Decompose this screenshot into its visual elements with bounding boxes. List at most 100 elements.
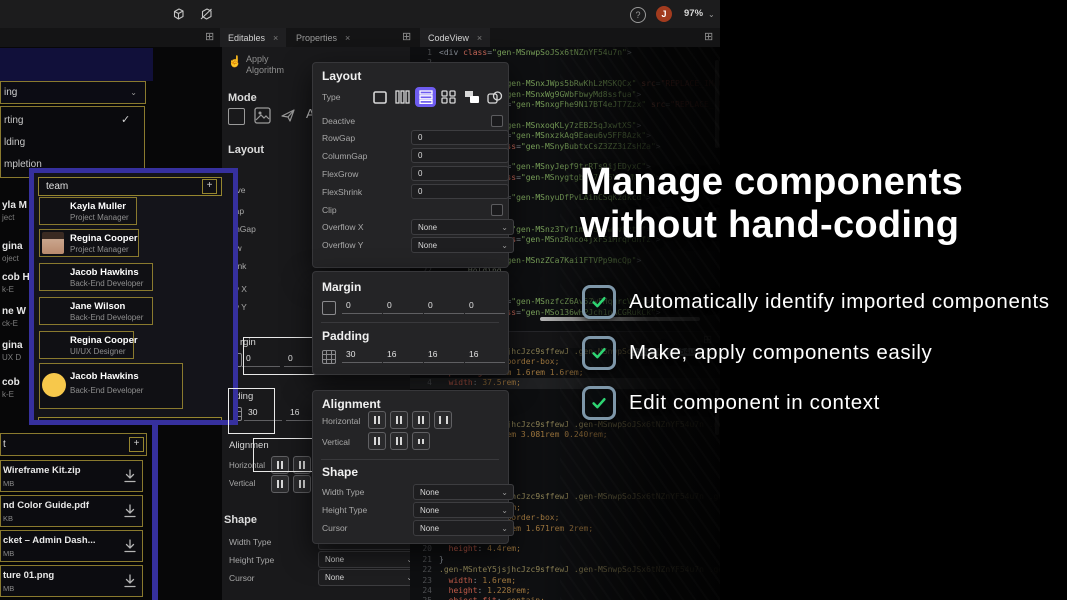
mode-text-icon[interactable]: A: [306, 106, 315, 121]
tab-close-icon[interactable]: ×: [476, 32, 483, 43]
code-line: 24 height: 1.228rem;: [422, 585, 531, 595]
help-icon[interactable]: ?: [630, 7, 646, 23]
download-icon[interactable]: [124, 574, 136, 588]
width-type-select[interactable]: None⌄: [413, 484, 514, 500]
tab-properties[interactable]: Properties ×: [288, 28, 358, 47]
align-button[interactable]: [293, 456, 311, 474]
overflow-x-select[interactable]: None⌄: [411, 219, 514, 235]
layout-type-columns-icon[interactable]: [392, 87, 413, 107]
clip-checkbox[interactable]: [491, 204, 503, 216]
field-label: Deactive: [322, 116, 356, 126]
margin-value[interactable]: 0: [342, 300, 382, 314]
box-3d-icon[interactable]: [170, 6, 186, 22]
member-circle-avatar: [42, 373, 66, 397]
rail-dropdown-option[interactable]: rting: [4, 115, 24, 126]
align-h-left-button[interactable]: [368, 411, 386, 429]
align-button[interactable]: [271, 475, 289, 493]
tab-close-icon[interactable]: ×: [273, 32, 279, 43]
add-file-button[interactable]: +: [129, 437, 144, 452]
add-member-button[interactable]: +: [202, 179, 217, 194]
padding-value[interactable]: 16: [383, 349, 423, 363]
overflow-y-select[interactable]: None⌄: [411, 237, 514, 253]
rail-dropdown-option[interactable]: mpletion: [4, 159, 42, 170]
mode-image-icon[interactable]: [254, 107, 271, 124]
layout-section-title-bg: Layout: [228, 144, 265, 156]
mode-send-icon[interactable]: [281, 108, 297, 123]
columngap-input[interactable]: 0: [411, 148, 509, 163]
chevron-down-icon: ⌄: [130, 88, 137, 97]
padding-value[interactable]: 30: [342, 349, 382, 363]
align-v-bottom-button[interactable]: [412, 432, 430, 450]
align-h-center-button[interactable]: [390, 411, 408, 429]
bg-shape-select[interactable]: None⌄: [318, 551, 410, 568]
rail-dropdown-option[interactable]: lding: [4, 137, 26, 148]
padding-value[interactable]: 16: [424, 349, 464, 363]
file-card[interactable]: cket – Admin Dash...MB: [0, 530, 143, 562]
apply-algorithm-label[interactable]: Apply: [246, 54, 269, 64]
bg-shape-label: Cursor: [229, 573, 255, 583]
margin-value[interactable]: 0: [465, 300, 505, 314]
rowgap-input[interactable]: 0: [411, 130, 509, 145]
chevron-down-icon: ⌄: [501, 222, 508, 232]
rail-dropdown[interactable]: ing ⌄: [0, 81, 146, 104]
padding-value[interactable]: 16: [465, 349, 505, 363]
layout-type-shapes-icon[interactable]: [484, 87, 505, 107]
cursor-select[interactable]: None⌄: [413, 520, 514, 536]
panel-grid-icon[interactable]: ⊞: [704, 31, 714, 43]
tab-codeview[interactable]: CodeView ×: [420, 28, 491, 47]
padding-value-bg[interactable]: 30: [244, 407, 282, 421]
box-3d-off-icon[interactable]: [198, 6, 214, 22]
files-header: t +: [0, 433, 147, 456]
flexgrow-input[interactable]: 0: [411, 166, 509, 181]
select-value: None: [420, 505, 440, 515]
height-type-select[interactable]: None⌄: [413, 502, 514, 518]
download-icon[interactable]: [124, 504, 136, 518]
user-avatar[interactable]: J: [656, 6, 672, 22]
deactive-checkbox[interactable]: [491, 115, 503, 127]
zoom-level[interactable]: 97%: [684, 8, 704, 19]
align-v-top-button[interactable]: [368, 432, 386, 450]
align-v-center-button[interactable]: [390, 432, 408, 450]
margin-box-icon: [322, 301, 336, 315]
layout-type-block-icon[interactable]: [369, 87, 390, 107]
layout-type-collage-icon[interactable]: [461, 87, 482, 107]
layout-type-rows-icon[interactable]: [415, 87, 436, 107]
margin-value-bg[interactable]: 0: [284, 353, 322, 367]
check-icon: ✓: [121, 114, 131, 126]
panel-drag-outline: [228, 388, 275, 434]
align-h-justify-button[interactable]: [434, 411, 452, 429]
mode-box-icon[interactable]: [228, 108, 245, 125]
margin-value[interactable]: 0: [383, 300, 423, 314]
panel-grid-icon[interactable]: ⊞: [402, 31, 412, 43]
flexshrink-input[interactable]: 0: [411, 184, 509, 199]
chevron-down-icon: ⌄: [501, 487, 508, 497]
layout-type-grid-icon[interactable]: [438, 87, 459, 107]
panel-grid-icon[interactable]: ⊞: [205, 31, 215, 43]
align-button[interactable]: [293, 475, 311, 493]
zoom-chevron-icon[interactable]: ⌄: [708, 10, 715, 19]
align-h-right-button[interactable]: [412, 411, 430, 429]
team-header[interactable]: team +: [38, 177, 222, 196]
tab-close-icon[interactable]: ×: [345, 32, 351, 43]
member-role: Back-End Developer: [70, 279, 144, 288]
apply-hand-icon[interactable]: ☝: [228, 56, 242, 68]
padding-value-bg[interactable]: 16: [286, 407, 324, 421]
rail-dropdown-list[interactable]: rting ✓ lding mpletion: [0, 106, 145, 178]
tab-editables[interactable]: Editables ×: [220, 28, 287, 47]
bg-shape-select[interactable]: None⌄: [318, 569, 410, 586]
download-icon[interactable]: [124, 469, 136, 483]
align-button[interactable]: [271, 456, 289, 474]
margin-value-bg[interactable]: 0: [242, 353, 280, 367]
margin-value[interactable]: 0: [424, 300, 464, 314]
download-icon[interactable]: [124, 539, 136, 553]
